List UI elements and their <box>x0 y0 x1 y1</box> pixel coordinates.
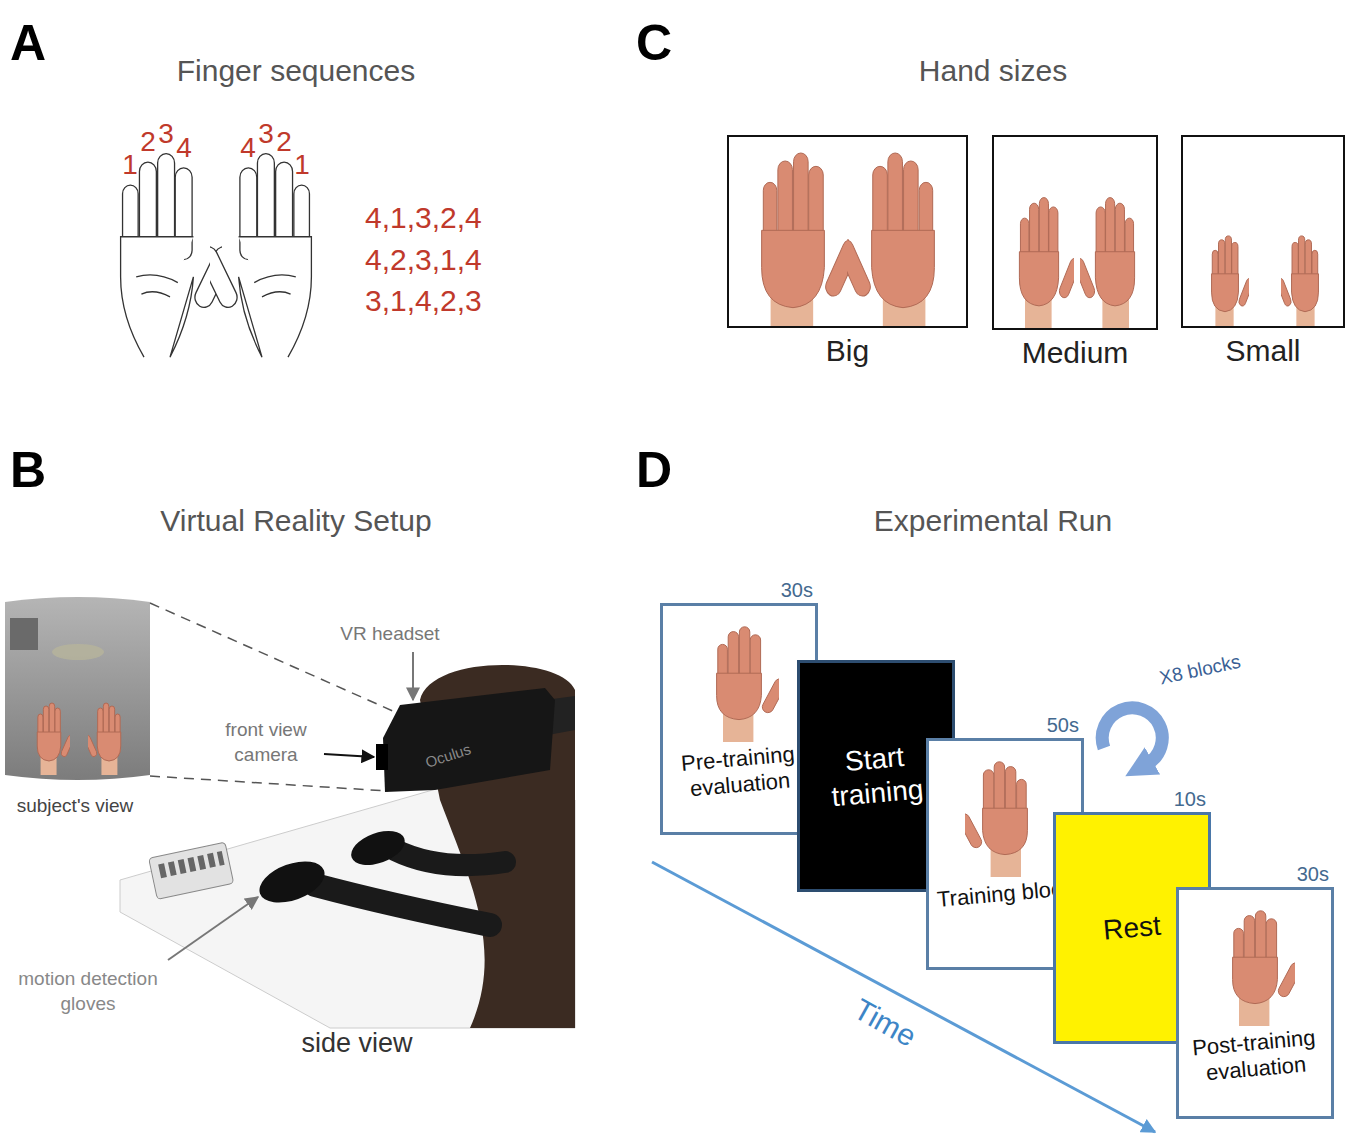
glove <box>347 824 410 871</box>
size-label: Small <box>1183 334 1343 367</box>
finger-number: 4 <box>176 134 192 162</box>
card-label: Pre-training evaluation <box>667 740 811 805</box>
hand-picture <box>699 622 779 742</box>
view-projection-line <box>150 603 395 712</box>
finger-number: 2 <box>140 128 156 156</box>
hand <box>956 762 1027 879</box>
size-frame: Small <box>1181 135 1345 328</box>
finger-sequence: 4,1,3,2,4 <box>365 203 482 233</box>
panel-letter: C <box>636 18 672 68</box>
hand-picture <box>1080 192 1150 328</box>
repeat-label: X8 blocks <box>1158 652 1243 688</box>
virtual-hand <box>84 703 121 776</box>
virtual-hand <box>37 703 74 776</box>
panel-title: Virtual Reality Setup <box>160 506 431 536</box>
finger-number: 4 <box>240 134 256 162</box>
finger-sequence: 4,2,3,1,4 <box>365 245 482 275</box>
repeat-arrow <box>1102 708 1162 764</box>
hand-picture <box>1215 906 1295 1026</box>
glove <box>254 853 330 910</box>
card-label: Post-training evaluation <box>1183 1024 1327 1089</box>
finger-number: 2 <box>276 128 292 156</box>
hand-clip <box>994 137 1156 328</box>
axis-label: Time <box>849 994 921 1052</box>
device-keys <box>158 851 224 878</box>
caption: side view <box>301 1030 412 1057</box>
trial-card: 30sPre-training evaluation <box>660 603 818 835</box>
caption: subject's view <box>17 796 134 815</box>
device-box <box>149 842 234 899</box>
hand-picture <box>965 757 1045 877</box>
duration-label: 50s <box>1047 714 1079 736</box>
size-label: Medium <box>994 336 1156 369</box>
duration-label: 10s <box>1174 788 1206 810</box>
annotation: VR headset <box>340 624 439 643</box>
size-label: Big <box>729 334 966 367</box>
arm <box>395 850 505 865</box>
annotation: front view camera <box>206 718 326 767</box>
right-hand-outline <box>196 154 311 358</box>
duration-label: 30s <box>781 579 813 601</box>
vr-headset <box>383 688 555 792</box>
ceiling-light <box>52 644 104 660</box>
panel-letter: D <box>636 445 672 495</box>
annotation: motion detection gloves <box>1 967 176 1016</box>
leader-arrow <box>412 652 414 700</box>
finger-number: 1 <box>122 151 138 179</box>
finger-number: 1 <box>294 151 310 179</box>
hand <box>1233 911 1304 1028</box>
finger-number: 3 <box>158 120 174 148</box>
hand-clip <box>729 137 966 326</box>
hand <box>717 627 788 744</box>
hand-picture <box>737 145 849 326</box>
leader-arrow <box>168 897 258 960</box>
duration-label: 30s <box>1297 863 1329 885</box>
panel-letter: B <box>10 445 46 495</box>
finger-sequence: 3,1,4,2,3 <box>365 286 482 316</box>
hand-picture <box>1201 232 1249 326</box>
size-frame: Big <box>727 135 968 328</box>
view-projection-line <box>150 776 388 791</box>
hand <box>1073 198 1135 328</box>
panel-title: Hand sizes <box>919 56 1067 86</box>
panel-letter: A <box>10 18 46 68</box>
hand-picture <box>847 145 959 326</box>
camera <box>376 744 388 770</box>
leader-arrow <box>324 754 374 757</box>
hand-clip <box>1183 137 1343 326</box>
hand <box>762 153 861 326</box>
hand <box>1212 236 1255 326</box>
arm <box>315 885 490 925</box>
panel-title: Finger sequences <box>177 56 415 86</box>
hand-picture <box>1004 192 1074 328</box>
trial-card: 30sPost-training evaluation <box>1176 887 1334 1119</box>
device <box>149 842 234 899</box>
size-frame: Medium <box>992 135 1158 330</box>
finger-number: 3 <box>258 120 274 148</box>
panel-title: Experimental Run <box>874 506 1112 536</box>
room-object <box>10 618 38 650</box>
hand <box>1276 236 1319 326</box>
hand-picture <box>1281 232 1329 326</box>
view-image <box>5 597 150 780</box>
hand <box>1019 198 1081 328</box>
hand <box>835 153 934 326</box>
